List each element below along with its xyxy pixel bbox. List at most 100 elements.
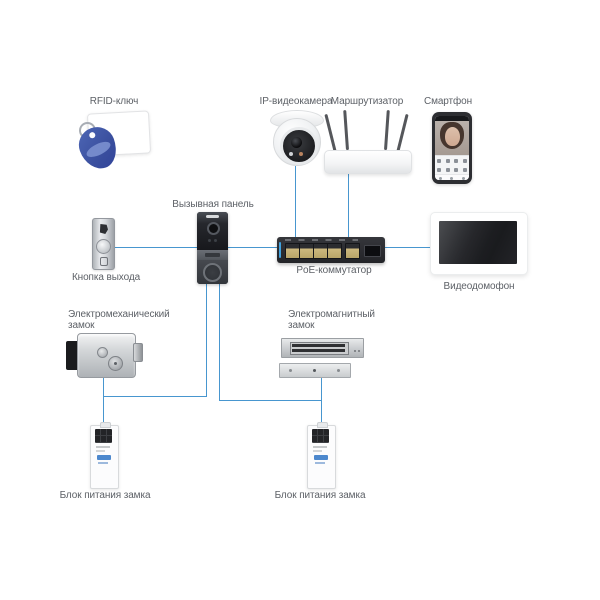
control-icon [462,167,467,172]
call-panel-nameplate-band [197,250,228,260]
magnet-core-strip [292,344,345,347]
exit-key-switch [100,257,108,266]
router-antenna [343,109,349,151]
nav-icon [450,177,454,180]
maglock-led [354,350,356,352]
maglock-body [281,338,364,358]
psu-vent-grille [312,429,329,443]
armature-screw [289,369,292,372]
switch-led-strip [279,242,281,258]
sfp-port [364,245,381,257]
control-icon [437,167,442,172]
camera-sensor-dot [299,152,303,156]
ip-camera-label: IP-видеокамера [259,96,333,107]
psu-right-illustration [307,422,336,489]
router-antenna [324,113,337,154]
psu-text-line [96,450,105,452]
camera-led-dot [289,152,293,156]
cable-right-horizontal-run [219,400,322,401]
electromag-lock-label: Электромагнитный замок [288,309,398,331]
rj45-port [299,243,314,259]
cable-call-panel-left-drop [206,284,207,397]
psu-left-illustration [90,422,119,489]
exit-button-label: Кнопка выхода [71,272,141,283]
cable-poe-switch-to-video-intercom [385,247,430,248]
router-illustration [324,109,412,174]
electromech-lock-label: Электромеханический замок [68,309,188,331]
screen-glare [439,221,517,264]
cable-call-panel-to-poe-switch [228,247,277,248]
rj45-port [327,243,342,259]
psu-brand-logo [314,455,328,460]
cable-router-to-poe-switch [348,174,349,238]
control-icon [462,158,467,163]
smartphone-statusbar [435,116,469,121]
camera-face [280,127,318,165]
psu-cable-gland [317,422,328,428]
maglock-armature-plate [279,363,351,378]
controls-row [435,165,469,174]
psu-vent-grille [95,429,112,443]
rfid-fob-hole [88,131,97,140]
psu-cable-gland [100,422,111,428]
electromag-lock-label-line1: Электромагнитный [288,309,375,320]
poe-switch-label: PoE-коммутатор [296,265,372,276]
control-icon [437,158,442,163]
controls-row [435,156,469,165]
video-intercom-label: Видеодомофон [443,281,515,292]
exit-push-button [96,239,111,254]
call-panel-camera-icon [207,222,220,235]
poe-switch-illustration [277,237,385,263]
call-panel-call-button [203,263,222,282]
call-panel-nameplate [205,253,220,257]
smartphone-video-call-view [435,121,469,155]
psu-brand-logo [97,455,111,460]
smartphone-label: Смартфон [423,96,473,107]
armature-screw [313,369,316,372]
psu-model-line [98,462,108,464]
exit-button-illustration [92,218,115,270]
psu-text-line [96,446,110,448]
camera-lens-icon [291,137,302,148]
control-icon [445,167,450,172]
switch-port-markings [285,239,358,241]
call-panel-label: Вызывная панель [172,199,254,210]
lock-bolt [133,343,143,362]
ip-camera-illustration [266,108,326,168]
control-icon [454,167,459,172]
cable-call-panel-right-drop [219,284,220,401]
call-panel-speaker [206,215,219,218]
call-panel-bottom-section [197,260,228,284]
electromech-lock-label-line1: Электромеханический [68,309,170,320]
caller-face [445,127,460,146]
electromag-lock-label-line2: замок [288,320,315,331]
cable-ip-camera-to-poe-switch [295,166,296,238]
armature-screw [337,369,340,372]
control-icon [454,158,459,163]
electromech-lock-illustration [66,332,144,379]
cable-exit-button-to-call-panel [113,247,197,248]
rfid-key-label: RFID-ключ [89,96,139,107]
rj45-port [313,243,328,259]
nav-icon [439,177,443,180]
control-icon [445,158,450,163]
call-panel-illustration [197,212,228,284]
lock-cylinder-hole [97,347,108,358]
cable-electromag-lock-to-psu [321,377,322,425]
lock-screw [114,362,117,365]
psu-left-label: Блок питания замка [59,490,151,501]
exit-pictogram-icon [99,224,108,234]
rj45-port [285,243,300,259]
psu-model-line [315,462,325,464]
video-intercom-screen [439,221,517,264]
cable-electromech-lock-to-psu [103,377,104,425]
rfid-fob-band [84,138,113,161]
cable-left-horizontal-run [103,396,207,397]
router-antenna [384,109,390,151]
rj45-uplink-port [345,243,360,259]
electromag-lock-illustration [279,336,364,378]
router-label: Маршрутизатор [330,96,404,107]
psu-text-line [313,450,322,452]
maglock-magnet-recess [290,342,349,355]
